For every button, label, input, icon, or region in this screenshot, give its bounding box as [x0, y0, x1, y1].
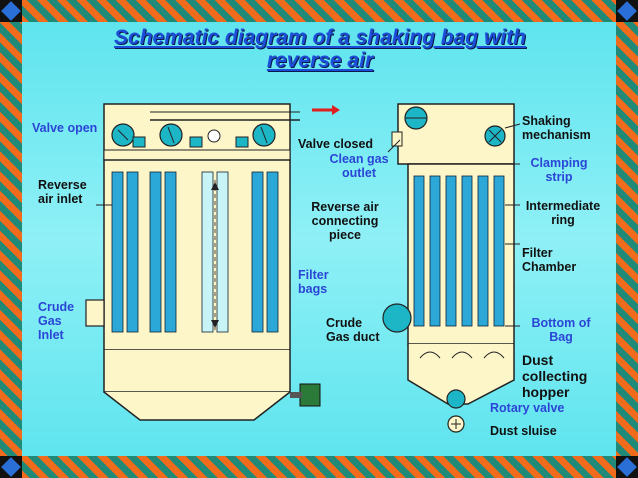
label-line: bags: [298, 282, 328, 296]
corner-ornament: [616, 0, 638, 22]
label-line: piece: [329, 228, 361, 242]
label-line: Clamping: [530, 156, 588, 170]
slide-title: Schematic diagram of a shaking bag with …: [40, 26, 600, 72]
label-filter-bags: Filter bags: [298, 268, 329, 296]
label-line: Gas: [38, 314, 62, 328]
label-line: strip: [545, 170, 573, 184]
filter-bags-right: [413, 175, 505, 327]
title-line-1: Schematic diagram of a shaking bag with: [114, 26, 526, 49]
label-line: Shaking: [522, 114, 571, 128]
rotary-valve-icon: [446, 389, 466, 409]
label-reverse-air-connecting-piece: Reverse air connecting piece: [300, 200, 390, 242]
label-line: Intermediate: [525, 199, 601, 213]
title-line-2: reverse air: [266, 49, 374, 72]
label-line: Clean gas: [329, 152, 389, 166]
corner-ornament: [0, 456, 22, 478]
label-bottom-of-bag: Bottom of Bag: [522, 316, 600, 344]
corner-ornament: [616, 456, 638, 478]
label-clamping-strip: Clamping strip: [522, 156, 596, 184]
motor-icon: [299, 383, 321, 407]
label-rotary-valve: Rotary valve: [490, 401, 565, 415]
label-line: Crude: [326, 316, 363, 330]
label-line: Bag: [549, 330, 573, 344]
corner-ornament: [0, 0, 22, 22]
label-reverse-air-inlet: Reverse air inlet: [38, 178, 87, 206]
filter-bags-left: [111, 171, 279, 333]
label-line: ring: [551, 213, 575, 227]
label-line: Filter: [522, 246, 553, 260]
label-line: air inlet: [38, 192, 83, 206]
label-dust-sluise: Dust sluise: [490, 424, 557, 438]
label-crude-gas-duct: Crude Gas duct: [326, 316, 380, 344]
label-line: Dust: [522, 352, 554, 368]
label-filter-chamber: Filter Chamber: [522, 246, 576, 274]
crude-gas-duct-icon: [382, 303, 412, 333]
label-line: hopper: [522, 384, 570, 400]
label-valve-open: Valve open: [32, 121, 98, 135]
label-line: connecting: [311, 214, 379, 228]
label-line: outlet: [341, 166, 377, 180]
label-line: Chamber: [522, 260, 577, 274]
label-line: Reverse: [38, 178, 87, 192]
label-line: Reverse air: [311, 200, 379, 214]
label-line: Filter: [298, 268, 329, 282]
right-baghouse: [382, 103, 521, 433]
label-line: Gas duct: [326, 330, 380, 344]
label-intermediate-ring: Intermediate ring: [518, 199, 608, 227]
label-line: mechanism: [522, 128, 591, 142]
label-line: Bottom of: [531, 316, 591, 330]
label-valve-closed: Valve closed: [298, 137, 374, 151]
label-shaking-mechanism: Shaking mechanism: [522, 114, 591, 142]
label-crude-gas-inlet: Crude Gas Inlet: [38, 300, 74, 342]
label-line: Inlet: [38, 328, 64, 342]
label-line: collecting: [522, 368, 588, 384]
left-baghouse: [85, 103, 340, 421]
label-dust-collecting-hopper: Dust collecting hopper: [522, 352, 587, 400]
label-line: Crude: [38, 300, 75, 314]
label-clean-gas-outlet: Clean gas outlet: [322, 152, 396, 180]
